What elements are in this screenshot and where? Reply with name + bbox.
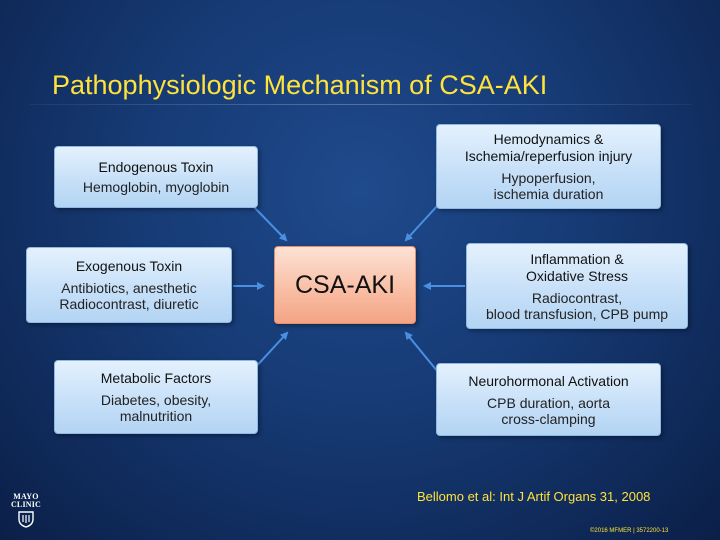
mayo-clinic-logo: MAYO CLINIC	[8, 493, 44, 533]
slide-title: Pathophysiologic Mechanism of CSA-AKI	[52, 70, 548, 100]
neurohormonal-box: Neurohormonal Activation CPB duration, a…	[436, 363, 661, 436]
neurohormonal-detail: CPB duration, aorta cross-clamping	[487, 394, 610, 427]
arrow-hemodynamics	[404, 204, 439, 242]
logo-line-2: CLINIC	[10, 500, 42, 509]
exogenous-toxin-detail: Antibiotics, anesthetic Radiocontrast, d…	[59, 280, 199, 312]
exogenous-toxin-heading: Exogenous Toxin	[75, 258, 183, 274]
endogenous-toxin-box: Endogenous Toxin Hemoglobin, myoglobin	[54, 146, 258, 208]
csa-aki-center-box: CSA-AKI	[274, 246, 416, 324]
endogenous-toxin-heading: Endogenous Toxin	[98, 159, 214, 175]
citation: Bellomo et al: Int J Artif Organs 31, 20…	[417, 489, 651, 504]
exogenous-toxin-box: Exogenous Toxin Antibiotics, anesthetic …	[26, 247, 232, 323]
inflammation-detail: Radiocontrast, blood transfusion, CPB pu…	[485, 289, 669, 322]
shield-icon	[18, 511, 34, 528]
metabolic-factors-detail: Diabetes, obesity, malnutrition	[100, 392, 212, 424]
metabolic-factors-box: Metabolic Factors Diabetes, obesity, mal…	[54, 360, 258, 434]
endogenous-toxin-detail: Hemoglobin, myoglobin	[82, 179, 230, 195]
arrow-neurohormonal	[404, 331, 439, 373]
hemodynamics-box: Hemodynamics & Ischemia/reperfusion inju…	[436, 124, 661, 209]
hemodynamics-heading: Hemodynamics & Ischemia/reperfusion inju…	[464, 131, 633, 164]
metabolic-factors-heading: Metabolic Factors	[100, 370, 212, 386]
hemodynamics-detail: Hypoperfusion, ischemia duration	[493, 170, 604, 202]
title-divider	[30, 104, 692, 105]
neurohormonal-heading: Neurohormonal Activation	[468, 372, 629, 389]
arrow-endogenous	[251, 204, 288, 242]
logo-line-1: MAYO	[13, 492, 39, 501]
copyright: ©2016 MFMER | 3572200-13	[590, 528, 669, 534]
inflammation-heading: Inflammation & Oxidative Stress	[526, 250, 628, 284]
arrow-metabolic	[252, 331, 289, 371]
inflammation-box: Inflammation & Oxidative Stress Radiocon…	[466, 243, 688, 329]
